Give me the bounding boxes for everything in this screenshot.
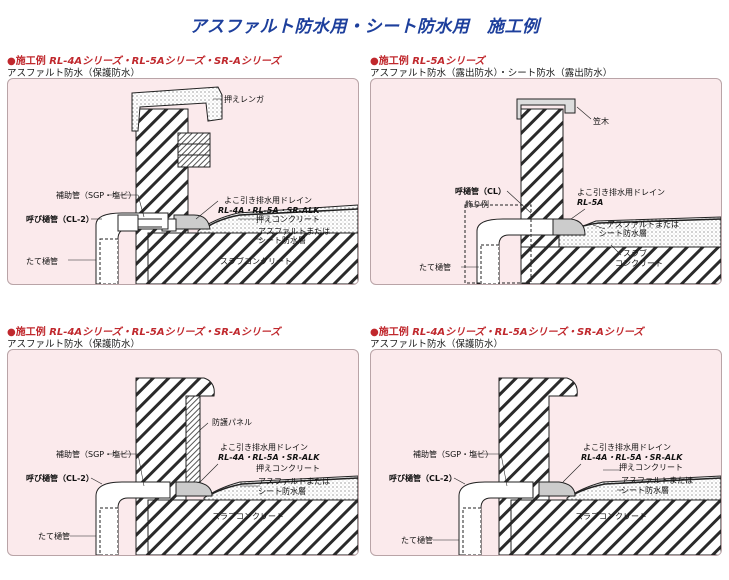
label-drain-models: RL-5A bbox=[577, 198, 604, 207]
panel-3-header-prefix: ●施工例 bbox=[7, 327, 46, 338]
leader-lines bbox=[68, 98, 263, 261]
label-slab-2: コンクリート bbox=[615, 259, 663, 268]
label-drain: よこ引き排水用ドレイン bbox=[224, 196, 312, 205]
panel-4-diagram: 補助管（SGP・塩ビ） よこ引き排水用ドレイン RL-4A・RL-5A・SR-A… bbox=[370, 349, 722, 556]
panel-3-diagram: 防護パネル 補助管（SGP・塩ビ） よこ引き排水用ドレイン RL-4A・RL-5… bbox=[7, 349, 359, 556]
drain bbox=[173, 214, 211, 230]
label-aux-pipe: 補助管（SGP・塩ビ） bbox=[413, 450, 494, 459]
panel-4-header-prefix: ●施工例 bbox=[370, 327, 409, 338]
leader-lines bbox=[70, 422, 260, 537]
label-call-pipe: 呼び樋管（CL-2） bbox=[389, 474, 457, 483]
leader-lines bbox=[433, 453, 623, 541]
label-press-concrete: 押えコンクリート bbox=[256, 215, 320, 224]
panel-1-header: ●施工例 RL-4Aシリーズ・RL-5Aシリーズ・SR-Aシリーズ bbox=[7, 52, 280, 67]
label-drain: よこ引き排水用ドレイン bbox=[577, 188, 665, 197]
panel-4-subtitle: アスファルト防水（保護防水） bbox=[370, 339, 504, 350]
label-decor: 飾り例 bbox=[465, 200, 489, 209]
panel-3-subtitle: アスファルト防水（保護防水） bbox=[7, 339, 141, 350]
protect-panel bbox=[185, 395, 201, 489]
label-aux-pipe: 補助管（SGP・塩ビ） bbox=[56, 450, 137, 459]
leader-lines bbox=[461, 106, 622, 268]
panel-1: ●施工例 RL-4Aシリーズ・RL-5Aシリーズ・SR-Aシリーズ アスファルト… bbox=[7, 52, 359, 285]
panel-2: ●施工例 RL-5Aシリーズ アスファルト防水（露出防水）・シート防水（露出防水… bbox=[370, 52, 722, 285]
label-press-concrete: 押えコンクリート bbox=[619, 463, 683, 472]
panel-3-header: ●施工例 RL-4Aシリーズ・RL-5Aシリーズ・SR-Aシリーズ bbox=[7, 323, 280, 338]
label-kasagi: 笠木 bbox=[593, 117, 609, 126]
panel-2-diagram: 笠木 呼樋管（CL） 飾り例 よこ引き排水用ドレイン RL-5A アスファルトま… bbox=[370, 78, 722, 285]
label-slab: スラブコンクリート bbox=[220, 257, 292, 266]
label-aux-pipe: 補助管（SGP・塩ビ） bbox=[56, 191, 137, 200]
panel-1-drawing bbox=[68, 86, 358, 284]
panel-4-drawing bbox=[433, 377, 721, 555]
press-brick bbox=[131, 86, 223, 132]
slab bbox=[510, 499, 721, 555]
brick-block bbox=[177, 132, 211, 168]
panel-2-subtitle: アスファルト防水（露出防水）・シート防水（露出防水） bbox=[370, 68, 613, 79]
label-waterproof-2: シート防水層 bbox=[258, 236, 306, 245]
label-drain: よこ引き排水用ドレイン bbox=[220, 443, 308, 452]
label-call-pipe: 呼び樋管（CL-2） bbox=[26, 215, 94, 224]
drain bbox=[175, 481, 213, 497]
drain bbox=[538, 481, 576, 497]
panel-1-header-series: RL-4Aシリーズ・RL-5Aシリーズ・SR-Aシリーズ bbox=[49, 56, 281, 67]
label-drain-models: RL-4A・RL-5A・SR-ALK bbox=[581, 453, 683, 462]
panel-4-header: ●施工例 RL-4Aシリーズ・RL-5Aシリーズ・SR-Aシリーズ bbox=[370, 323, 643, 338]
panel-2-drawing bbox=[461, 98, 721, 284]
label-waterproof-1: アスファルトまたは bbox=[258, 227, 330, 236]
label-vertical-pipe: たて樋管 bbox=[38, 532, 70, 541]
panel-1-subtitle: アスファルト防水（保護防水） bbox=[7, 68, 141, 79]
label-waterproof-2: シート防水層 bbox=[258, 487, 306, 496]
label-vertical-pipe: たて樋管 bbox=[419, 263, 451, 272]
panel-3: ●施工例 RL-4Aシリーズ・RL-5Aシリーズ・SR-Aシリーズ アスファルト… bbox=[7, 323, 359, 556]
label-drain-models: RL-4A・RL-5A・SR-ALK bbox=[218, 206, 320, 215]
label-vertical-pipe: たて樋管 bbox=[401, 536, 433, 545]
label-protect-panel: 防護パネル bbox=[212, 418, 252, 427]
label-waterproof-2: シート防水層 bbox=[599, 229, 647, 238]
label-waterproof-2: シート防水層 bbox=[621, 486, 669, 495]
panel-1-diagram: 押えレンガ よこ引き排水用ドレイン RL-4A・RL-5A・SR-ALK 補助管… bbox=[7, 78, 359, 285]
label-drain: よこ引き排水用ドレイン bbox=[583, 443, 671, 452]
panel-2-header: ●施工例 RL-5Aシリーズ bbox=[370, 52, 485, 67]
label-drain-models: RL-4A・RL-5A・SR-ALK bbox=[218, 453, 320, 462]
kasagi bbox=[516, 98, 576, 120]
panel-3-drawing bbox=[70, 377, 358, 555]
label-slab: スラブコンクリート bbox=[575, 512, 647, 521]
page-title: アスファルト防水用・シート防水用 施工例 bbox=[189, 17, 540, 37]
panel-4-header-series: RL-4Aシリーズ・RL-5Aシリーズ・SR-Aシリーズ bbox=[412, 327, 644, 338]
drain bbox=[552, 218, 586, 236]
label-waterproof-1: アスファルトまたは bbox=[607, 220, 679, 229]
panel-4: ●施工例 RL-4Aシリーズ・RL-5Aシリーズ・SR-Aシリーズ アスファルト… bbox=[370, 323, 722, 556]
label-press-concrete: 押えコンクリート bbox=[256, 464, 320, 473]
label-call-pipe: 呼び樋管（CL-2） bbox=[26, 474, 94, 483]
slab bbox=[147, 499, 358, 555]
label-waterproof-1: アスファルトまたは bbox=[258, 477, 330, 486]
panel-3-header-series: RL-4Aシリーズ・RL-5Aシリーズ・SR-Aシリーズ bbox=[49, 327, 281, 338]
label-vertical-pipe: たて樋管 bbox=[26, 257, 58, 266]
label-slab-1: スラブ bbox=[623, 249, 647, 258]
panel-1-header-prefix: ●施工例 bbox=[7, 56, 46, 67]
panel-2-header-series: RL-5Aシリーズ bbox=[412, 56, 485, 67]
panel-2-header-prefix: ●施工例 bbox=[370, 56, 409, 67]
label-call-pipe: 呼樋管（CL） bbox=[455, 187, 506, 196]
label-waterproof-1: アスファルトまたは bbox=[621, 476, 693, 485]
label-press-brick: 押えレンガ bbox=[224, 95, 264, 104]
label-slab: スラブコンクリート bbox=[212, 512, 284, 521]
